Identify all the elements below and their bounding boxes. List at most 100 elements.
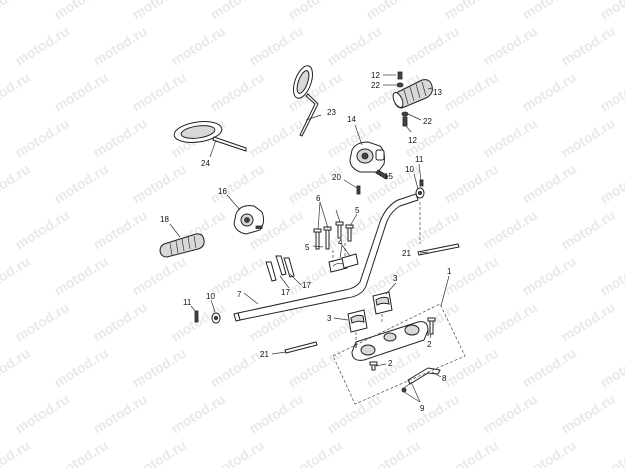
watermark-text: motod.ru [558, 391, 618, 437]
watermark-text: motod.ru [90, 391, 150, 437]
watermark-text: motod.ru [207, 437, 267, 468]
watermark-text: motod.ru [129, 69, 189, 115]
part-bolt-2-bottom [369, 361, 378, 371]
part-bolt-2-right [427, 317, 436, 335]
watermark-text: motod.ru [285, 437, 345, 468]
callout-13: 13 [433, 88, 442, 97]
watermark-text: motod.ru [129, 0, 189, 23]
callout-10-left: 10 [206, 292, 215, 301]
watermark-text: motod.ru [246, 23, 306, 69]
watermark-text: motod.ru [51, 345, 111, 391]
part-bracket [401, 367, 441, 393]
watermark-text: motod.ru [480, 115, 540, 161]
callout-2-bottom: 2 [388, 359, 393, 368]
callout-20: 20 [332, 173, 341, 182]
callout-1: 1 [447, 267, 452, 276]
watermark-text: motod.ru [0, 437, 33, 468]
watermark-text: motod.ru [207, 161, 267, 207]
part-handlebar [233, 193, 419, 322]
watermark-text: motod.ru [129, 253, 189, 299]
part-bar-end-left [194, 310, 221, 324]
watermark-text: motod.ru [558, 23, 618, 69]
part-mirror-right [292, 65, 319, 137]
watermark-text: motod.ru [441, 0, 501, 23]
callout-8: 8 [442, 374, 447, 383]
watermark-text: motod.ru [12, 115, 72, 161]
watermark-text: motod.ru [441, 437, 501, 468]
callout-11-left: 11 [183, 298, 192, 307]
callout-22-bottom: 22 [423, 117, 432, 126]
watermark-text: motod.ru [90, 23, 150, 69]
callout-5-top: 5 [355, 206, 360, 215]
watermark-text: motod.ru [519, 437, 579, 468]
watermark-text: motod.ru [558, 207, 618, 253]
watermark-text: motod.ru [324, 23, 384, 69]
watermark-text: motod.ru [363, 0, 423, 23]
watermark-text: motod.ru [0, 69, 33, 115]
dashed-guide-risers [332, 202, 421, 342]
watermark-text: motod.ru [90, 115, 150, 161]
watermark-text: motod.ru [558, 299, 618, 345]
watermark-text: motod.ru [51, 0, 111, 23]
callout-18: 18 [160, 215, 169, 224]
watermark-text: motod.ru [519, 253, 579, 299]
watermark-text: motod.ru [480, 23, 540, 69]
watermark-text: motod.ru [285, 0, 345, 23]
watermark-text: motod.ru [285, 345, 345, 391]
watermark-text: motod.ru [129, 345, 189, 391]
watermark-text: motod.ru [129, 437, 189, 468]
watermark-text: motod.ru [0, 345, 33, 391]
part-bolts-5 [335, 221, 354, 242]
watermark-text: motod.ru [51, 69, 111, 115]
watermark-text: motod.ru [363, 437, 423, 468]
part-bar-end-right [415, 179, 425, 199]
watermark-text: motod.ru [207, 0, 267, 23]
callout-12-top: 12 [371, 71, 380, 80]
callout-9: 9 [420, 404, 425, 413]
watermark-text: motod.ru [0, 253, 33, 299]
callout-21-top: 21 [402, 249, 411, 258]
callout-24: 24 [201, 159, 210, 168]
part-riser-right [372, 291, 393, 315]
part-upper-clamps [328, 253, 359, 273]
watermark-text: motod.ru [129, 161, 189, 207]
watermark-text: motod.ru [12, 391, 72, 437]
callout-3-left: 3 [327, 314, 332, 323]
watermark-text: motod.ru [597, 69, 625, 115]
part-throttle-grip [392, 79, 433, 109]
watermark-text: motod.ru [246, 115, 306, 161]
callout-12-bottom: 12 [408, 136, 417, 145]
part-screw-top [396, 71, 404, 88]
part-rod-21-bottom [284, 341, 318, 354]
callout-14: 14 [347, 115, 356, 124]
callout-10-right: 10 [405, 165, 414, 174]
part-bolts-17 [265, 255, 295, 282]
watermark-text: motod.ru [480, 299, 540, 345]
callout-17-right: 17 [302, 281, 311, 290]
callout-7: 7 [237, 290, 242, 299]
callout-2-right: 2 [427, 340, 432, 349]
watermark-text: motod.ru [519, 69, 579, 115]
watermark-text: motod.ru [480, 207, 540, 253]
watermark-text: motod.ru [90, 207, 150, 253]
watermark-text: motod.ru [441, 161, 501, 207]
watermark-text: motod.ru [0, 0, 33, 23]
watermark-text: motod.ru [168, 391, 228, 437]
watermark-text: motod.ru [519, 161, 579, 207]
part-screw-bottom [401, 111, 409, 127]
callout-11-right: 11 [415, 155, 424, 164]
watermark-text: motod.ru [597, 0, 625, 23]
watermark-text: motod.ru [597, 253, 625, 299]
watermark-text: motod.ru [12, 207, 72, 253]
watermark-text: motod.ru [51, 437, 111, 468]
part-mirror-left [173, 121, 247, 152]
part-screw-20 [356, 185, 361, 195]
part-riser-left [347, 309, 368, 333]
callout-22-top: 22 [371, 81, 380, 90]
callout-23: 23 [327, 108, 336, 117]
part-switch-right [349, 141, 389, 180]
watermark-text: motod.ru [12, 23, 72, 69]
leader-lines [169, 74, 450, 403]
watermark-text: motod.ru [519, 0, 579, 23]
